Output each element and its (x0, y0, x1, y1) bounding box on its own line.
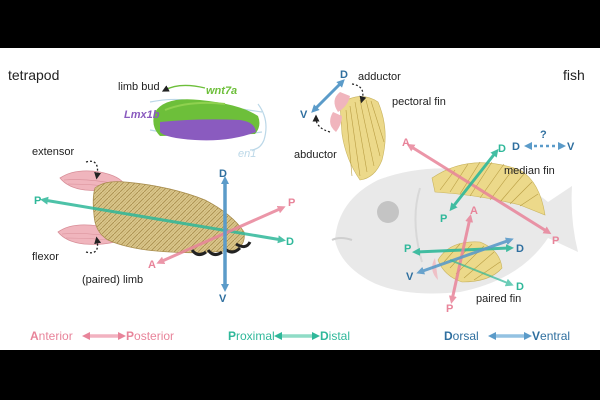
paired-distal-label: D (516, 281, 524, 293)
tetrapod-anterior-label: A (148, 259, 156, 271)
pectoral-dv-axis (311, 79, 345, 113)
extensor-arrow (85, 160, 102, 180)
adductor-arrow (351, 83, 367, 104)
fish-eye (377, 201, 399, 223)
limb-bud-label: limb bud (118, 81, 160, 93)
adductor-label: adductor (358, 71, 401, 83)
flexor-label: flexor (32, 251, 59, 263)
paired-fin-label: paired fin (476, 293, 521, 305)
tetrapod-distal-label: D (286, 236, 294, 248)
legend-dv-left: Dorsal (444, 329, 479, 343)
extensor-label: extensor (32, 146, 75, 158)
flexor-arrow (85, 236, 102, 254)
median-a-label: A (402, 137, 410, 149)
pectoral-v-label: V (300, 109, 308, 121)
limb-label: (paired) limb (82, 274, 143, 286)
legend-proximal-distal: Proximal Distal (228, 329, 350, 343)
en1-label: en1 (238, 148, 256, 160)
legend-ap-right: Posterior (126, 329, 174, 343)
limb-bud-diagram (149, 84, 267, 151)
pectoral-abductor-muscle (330, 112, 342, 132)
paired-v-label: V (406, 271, 414, 283)
median-fin-label: median fin (504, 165, 555, 177)
lmx1b-label: Lmx1b (124, 109, 160, 121)
paired-dv-axis (416, 237, 514, 275)
paired-distal-ray-axis (449, 259, 514, 287)
paired-posterior-label: P (446, 303, 453, 315)
legend-ap-left: Anterior (30, 329, 73, 343)
median-dv-d-label: D (512, 141, 520, 153)
limb-bud-ventral-mesenchyme (160, 119, 256, 141)
tetrapod-proximal-label: P (34, 195, 41, 207)
fish-mouth (331, 237, 353, 241)
median-p-prox-label: P (440, 213, 447, 225)
paired-p-label: P (404, 243, 411, 255)
pectoral-fin-rays (345, 99, 385, 177)
tetrapod-v-label: V (219, 293, 227, 305)
pectoral-fin (339, 96, 386, 181)
median-pd-axis (449, 148, 499, 212)
tetrapod-title: tetrapod (8, 67, 59, 83)
legend-dv-right: Ventral (532, 329, 570, 343)
paired-d-label: D (516, 243, 524, 255)
legend-pd-right: Distal (320, 329, 350, 343)
paired-a-label: A (470, 205, 478, 217)
abductor-label: abductor (294, 149, 337, 161)
median-dv-question: ? (540, 129, 547, 141)
legend-dorsal-ventral: Dorsal Ventral (444, 329, 570, 343)
tetrapod-posterior-label: P (288, 197, 295, 209)
pectoral-d-label: D (340, 69, 348, 81)
tetrapod-d-label: D (219, 168, 227, 180)
fish-title: fish (563, 67, 585, 83)
legend-anterior-posterior: Anterior Posterior (30, 329, 174, 343)
legend-pd-left: Proximal (228, 329, 275, 343)
pectoral-fin-label: pectoral fin (392, 96, 446, 108)
median-p-label: P (552, 235, 559, 247)
wnt7a-label: wnt7a (206, 85, 237, 97)
median-d-label: D (498, 143, 506, 155)
median-dv-v-label: V (567, 141, 575, 153)
